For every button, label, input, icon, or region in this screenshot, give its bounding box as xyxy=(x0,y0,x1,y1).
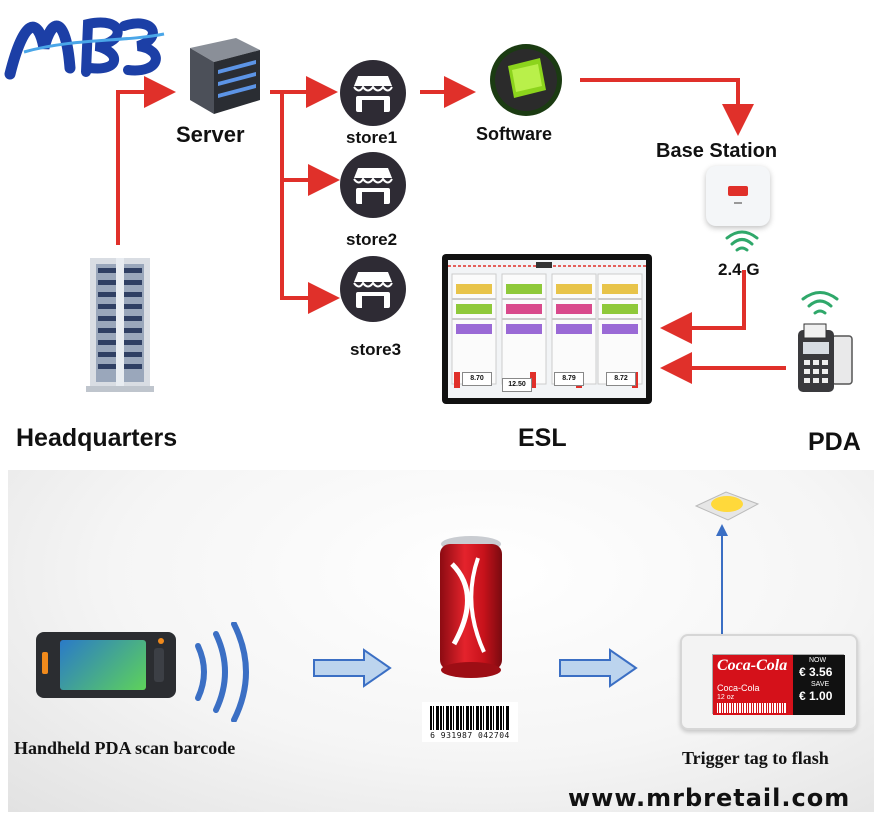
flash-arrow xyxy=(716,524,728,634)
esl-price-tag: 8.79 xyxy=(554,372,584,386)
headquarters-label: Headquarters xyxy=(16,424,178,452)
tag-save-label: SAVE xyxy=(811,681,830,688)
store-icon-3 xyxy=(340,256,406,322)
esl-display: 8.70 12.50 8.79 8.72 xyxy=(442,254,652,404)
esl-tag: Coca-Cola Coca-Cola 12 oz NOW € 3.56 SAV… xyxy=(680,634,858,730)
trigger-label: Trigger tag to flash xyxy=(682,748,829,768)
flow-arrow-icon xyxy=(558,648,638,688)
tag-now-price: € 3.56 xyxy=(799,665,833,679)
tag-brand: Coca-Cola xyxy=(717,657,788,674)
connector-lines xyxy=(116,76,786,384)
pda-scan-label: Handheld PDA scan barcode xyxy=(14,738,236,758)
esl-tag-screen: Coca-Cola Coca-Cola 12 oz NOW € 3.56 SAV… xyxy=(712,654,845,715)
website-label[interactable]: www.mrbretail.com xyxy=(568,784,851,812)
pda-screen xyxy=(60,640,146,690)
frequency-label: 2.4 G xyxy=(718,260,760,279)
server-icon xyxy=(180,34,266,116)
store-label-3: store3 xyxy=(350,340,402,359)
scan-flow-panel: Handheld PDA scan barcode 6 931987 04270… xyxy=(8,470,874,812)
tag-barcode xyxy=(717,703,787,713)
barcode-digits: 6 931987 042704 xyxy=(430,731,510,740)
store-label-1: store1 xyxy=(346,128,398,147)
server-label: Server xyxy=(176,122,245,147)
pda-terminal-icon xyxy=(792,320,856,396)
handheld-pda-icon xyxy=(36,632,176,698)
tag-save-price: € 1.00 xyxy=(799,689,833,703)
software-icon xyxy=(488,42,564,118)
store-label-2: store2 xyxy=(346,230,398,249)
wifi-signal-icon xyxy=(724,228,760,256)
brand-logo xyxy=(4,8,174,84)
barcode: 6 931987 042704 xyxy=(422,702,518,742)
tag-size: 12 oz xyxy=(717,694,735,701)
pda-wifi-icon xyxy=(800,288,840,318)
barcode-bars xyxy=(430,706,510,730)
flow-arrow-icon xyxy=(312,648,392,688)
scan-signal-icon xyxy=(192,621,256,723)
headquarters-building-icon xyxy=(82,248,158,398)
base-station-label: Base Station xyxy=(656,140,778,162)
esl-price-tag: 8.70 xyxy=(462,372,492,386)
esl-price-tag: 12.50 xyxy=(502,378,532,392)
software-label: Software xyxy=(476,124,553,144)
base-station-icon xyxy=(706,166,770,226)
esl-price-tag: 8.72 xyxy=(606,372,636,386)
tag-now-label: NOW xyxy=(809,657,827,664)
store-icon-1 xyxy=(340,60,406,126)
pda-label: PDA xyxy=(808,428,861,456)
led-light-icon xyxy=(690,484,762,524)
esl-shelf-scene: 8.70 12.50 8.79 8.72 xyxy=(448,260,646,398)
tag-product: Coca-Cola xyxy=(717,683,760,693)
soda-can-icon xyxy=(432,534,510,680)
store-icon-2 xyxy=(340,152,406,218)
esl-label: ESL xyxy=(518,424,567,452)
